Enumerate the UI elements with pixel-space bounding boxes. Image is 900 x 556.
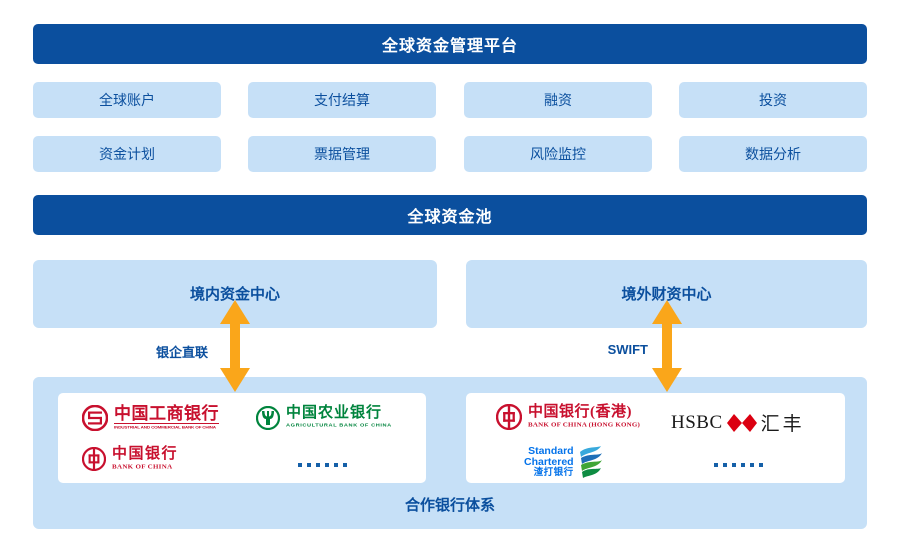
bank-name-cn: 中国银行(香港) [528, 404, 632, 420]
bank-name-cn: 中国工商银行 [114, 404, 219, 425]
module-label: 支付结算 [314, 92, 370, 108]
bank-name-cn: 汇丰 [760, 414, 805, 435]
module-label: 融资 [544, 92, 572, 108]
module-label: 投资 [759, 92, 787, 108]
bank-direct-connection-arrow-icon [220, 300, 250, 392]
bochk-logo-icon [496, 404, 522, 430]
domestic-bank-logo-card: 中国工商银行 INDUSTRIAL AND COMMERCIAL BANK OF… [58, 393, 426, 483]
bank-logo-boc: 中国银行 BANK OF CHINA [82, 447, 178, 471]
partner-bank-system-label: 合作银行体系 [404, 497, 495, 514]
module-label: 风险监控 [530, 146, 586, 162]
platform-title-text: 全球资金管理平台 [381, 38, 518, 55]
bank-name-cn: 中国银行 [112, 446, 179, 462]
more-banks-dots-offshore [714, 463, 763, 467]
bank-name-en: HSBC [671, 411, 723, 433]
module-button-risk-monitoring[interactable]: 风险监控 [464, 136, 652, 172]
bank-logo-boc-hong-kong: 中国银行(香港) BANK OF CHINA (HONG KONG) [496, 404, 640, 430]
bank-name-en: AGRICULTURAL BANK OF CHINA [286, 423, 392, 429]
platform-title-bar: 全球资金管理平台 [33, 24, 867, 64]
module-label: 数据分析 [745, 146, 801, 162]
boc-logo-icon [82, 447, 106, 471]
bank-name-en: INDUSTRIAL AND COMMERCIAL BANK OF CHINA [114, 425, 216, 430]
more-banks-dots-domestic [298, 463, 347, 467]
bank-direct-connection-label: 银企直联 [155, 345, 208, 360]
swift-connection-label: SWIFT [607, 342, 648, 357]
global-fund-pool-bar: 全球资金池 [33, 195, 867, 235]
module-button-fund-plan[interactable]: 资金计划 [33, 136, 221, 172]
hsbc-logo-icon [726, 413, 757, 432]
swift-connection-arrow-icon [652, 300, 682, 392]
bank-name-cn: 渣打银行 [533, 467, 574, 479]
offshore-treasury-center-label: 境外财资中心 [621, 286, 712, 303]
module-label: 票据管理 [314, 146, 370, 162]
offshore-bank-logo-card: 中国银行(香港) BANK OF CHINA (HONG KONG) HSBC … [466, 393, 845, 483]
abc-logo-icon [256, 406, 280, 430]
bank-logo-standard-chartered: Standard Chartered 渣打银行 [524, 445, 603, 479]
module-label: 资金计划 [99, 146, 155, 162]
global-fund-pool-text: 全球资金池 [407, 209, 493, 226]
module-button-payment-settlement[interactable]: 支付结算 [248, 82, 436, 118]
module-button-investment[interactable]: 投资 [679, 82, 867, 118]
bank-logo-hsbc: HSBC 汇丰 [671, 409, 805, 436]
bank-logo-abc: 中国农业银行 AGRICULTURAL BANK OF CHINA [256, 406, 392, 430]
module-button-financing[interactable]: 融资 [464, 82, 652, 118]
icbc-logo-icon [82, 405, 108, 431]
bank-name-en: BANK OF CHINA (HONG KONG) [528, 421, 641, 428]
module-button-global-account[interactable]: 全球账户 [33, 82, 221, 118]
bank-name-en-line2: Chartered [524, 456, 574, 469]
standard-chartered-logo-icon [579, 446, 602, 478]
bank-name-en-line1: Standard [528, 445, 574, 457]
domestic-fund-center-label: 境内资金中心 [189, 286, 280, 303]
module-button-bill-management[interactable]: 票据管理 [248, 136, 436, 172]
module-button-data-analysis[interactable]: 数据分析 [679, 136, 867, 172]
bank-logo-icbc: 中国工商银行 INDUSTRIAL AND COMMERCIAL BANK OF… [82, 405, 219, 431]
bank-name-en: BANK OF CHINA [112, 463, 173, 470]
module-label: 全球账户 [99, 92, 155, 108]
bank-name-cn: 中国农业银行 [286, 405, 383, 422]
